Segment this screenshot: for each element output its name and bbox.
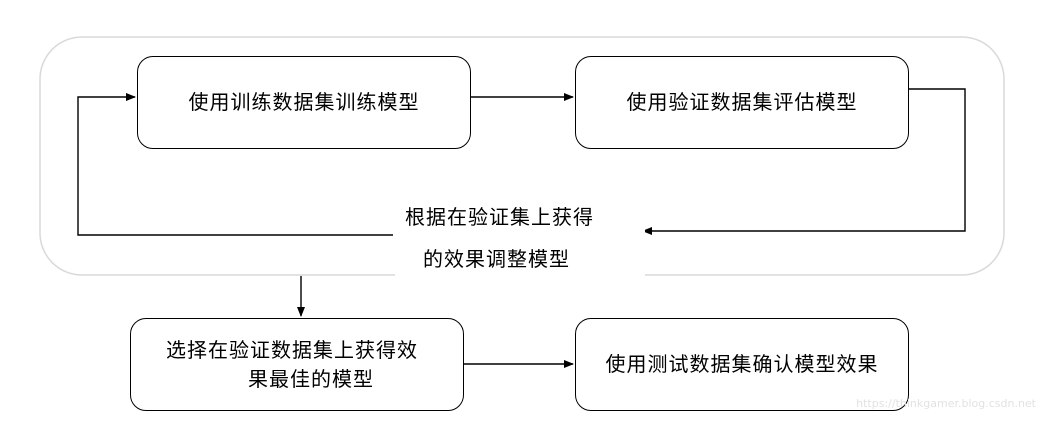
adjust-model-line2: 的效果调整模型 xyxy=(423,247,570,271)
watermark-text: https://thinkgamer.blog.csdn.net xyxy=(856,397,1036,410)
test-model-box: 使用测试数据集确认模型效果 xyxy=(575,318,909,411)
test-model-label: 使用测试数据集确认模型效果 xyxy=(605,352,879,376)
evaluate-model-label: 使用验证数据集评估模型 xyxy=(626,90,858,114)
select-best-model-line1: 选择在验证数据集上获得效 xyxy=(166,337,418,362)
evaluate-model-box: 使用验证数据集评估模型 xyxy=(575,56,909,149)
train-model-label: 使用训练数据集训练模型 xyxy=(188,90,420,114)
select-best-model-line2: 果最佳的模型 xyxy=(248,366,374,391)
select-best-model-box: 选择在验证数据集上获得效 果最佳的模型 xyxy=(130,318,464,411)
connector-feedback-to-train xyxy=(77,93,393,236)
connector-eval-to-feedback xyxy=(642,88,966,235)
adjust-model-label: 根据在验证集上获得 的效果调整模型 xyxy=(395,196,645,280)
train-model-box: 使用训练数据集训练模型 xyxy=(137,56,471,149)
adjust-model-line1: 根据在验证集上获得 xyxy=(405,205,594,229)
